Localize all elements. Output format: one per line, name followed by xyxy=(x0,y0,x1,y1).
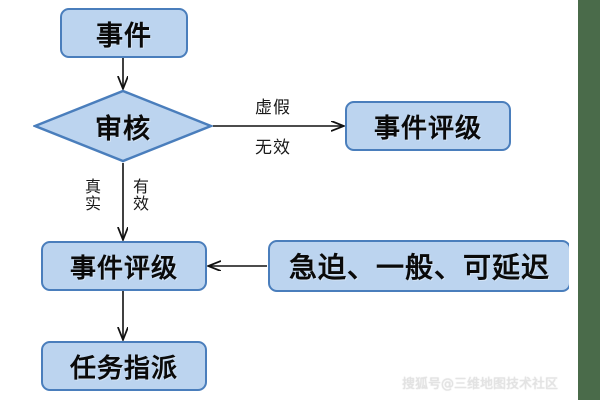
node-event[interactable]: 事件 xyxy=(60,8,188,58)
edge-label-valid: 有效 xyxy=(130,178,149,212)
node-priority-levels[interactable]: 急迫、一般、可延迟 xyxy=(268,240,571,292)
diamond-shape xyxy=(33,89,213,163)
right-white-margin xyxy=(569,0,578,400)
node-review-decision[interactable]: 审核 xyxy=(33,89,213,163)
edge-label-false: 虚假 xyxy=(255,98,291,118)
node-review-label: 审核 xyxy=(95,113,151,145)
right-edge-band xyxy=(578,0,600,400)
edge-label-invalid: 无效 xyxy=(255,138,291,158)
node-rating-top[interactable]: 事件评级 xyxy=(345,101,511,151)
node-rating-mid[interactable]: 事件评级 xyxy=(41,241,207,291)
node-task-assignment[interactable]: 任务指派 xyxy=(41,341,207,391)
watermark: 搜狐号@三维地图技术社区 xyxy=(402,377,559,392)
edge-label-true: 真实 xyxy=(82,178,101,212)
